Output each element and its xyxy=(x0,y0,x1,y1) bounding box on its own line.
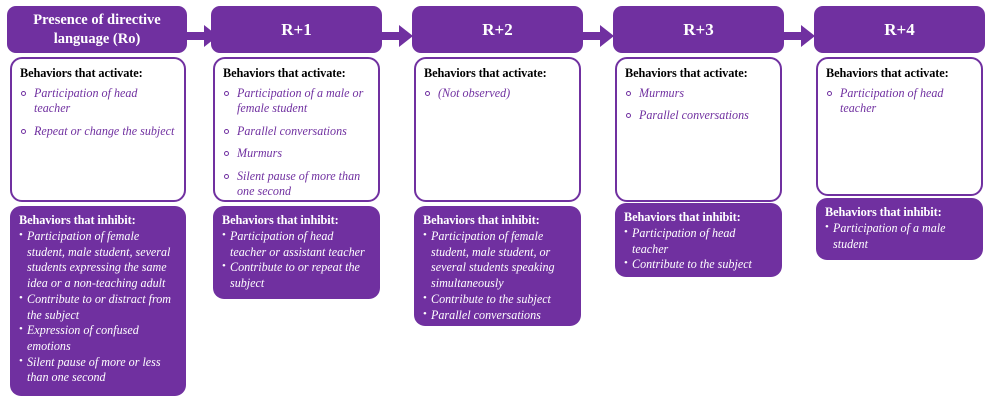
activate-list-r4: Participation of head teacher xyxy=(826,86,973,117)
arrow-r3-to-r4 xyxy=(783,25,815,52)
stage-header-label-r4: R+4 xyxy=(884,19,915,39)
inhibit-heading-r2: Behaviors that inhibit: xyxy=(423,213,540,227)
list-item: Parallel conversations xyxy=(625,108,772,123)
inhibit-list-r4: Participation of a male student xyxy=(825,220,974,252)
list-item: Contribute to the subject xyxy=(423,291,572,308)
activate-heading-r0: Behaviors that activate: xyxy=(20,66,143,80)
arrow-r0-to-r1 xyxy=(186,25,218,52)
list-item: Parallel conversations xyxy=(423,307,572,324)
activate-heading-r3: Behaviors that activate: xyxy=(625,66,748,80)
inhibit-box-r0: Behaviors that inhibit: Participation of… xyxy=(10,206,186,396)
activate-list-r1: Participation of a male or female studen… xyxy=(223,86,370,200)
activate-list-r2: (Not observed) xyxy=(424,86,571,101)
activate-heading-r1: Behaviors that activate: xyxy=(223,66,346,80)
stage-header-r2[interactable]: R+2 xyxy=(412,6,583,53)
list-item: Participation of female student, male st… xyxy=(19,228,177,292)
list-item: Expression of confused emotions xyxy=(19,322,177,354)
inhibit-list-r0: Participation of female student, male st… xyxy=(19,228,177,386)
inhibit-list-r3: Participation of head teacher Contribute… xyxy=(624,225,773,273)
stage-header-label-r3: R+3 xyxy=(683,19,714,39)
stage-header-label-r2: R+2 xyxy=(482,19,513,39)
list-item: Participation of head teacher xyxy=(826,86,973,117)
list-item: Participation of a male or female studen… xyxy=(223,86,370,117)
inhibit-box-r1: Behaviors that inhibit: Participation of… xyxy=(213,206,380,299)
stage-header-label-r1: R+1 xyxy=(281,19,312,39)
activate-box-r3: Behaviors that activate: Murmurs Paralle… xyxy=(615,57,782,202)
list-item: Participation of head teacher or assista… xyxy=(222,228,371,260)
arrow-r2-to-r3 xyxy=(582,25,614,52)
list-item: Participation of a male student xyxy=(825,220,974,252)
list-item: Silent pause of more or less than one se… xyxy=(19,354,177,386)
stage-header-r3[interactable]: R+3 xyxy=(613,6,784,53)
activate-list-r3: Murmurs Parallel conversations xyxy=(625,86,772,124)
list-item: Participation of female student, male st… xyxy=(423,228,572,292)
inhibit-heading-r4: Behaviors that inhibit: xyxy=(825,205,942,219)
stage-header-r1[interactable]: R+1 xyxy=(211,6,382,53)
activate-box-r2: Behaviors that activate: (Not observed) xyxy=(414,57,581,202)
inhibit-heading-r1: Behaviors that inhibit: xyxy=(222,213,339,227)
stage-header-r0[interactable]: Presence of directive language (Ro) xyxy=(7,6,187,53)
activate-heading-r2: Behaviors that activate: xyxy=(424,66,547,80)
inhibit-box-r2: Behaviors that inhibit: Participation of… xyxy=(414,206,581,326)
inhibit-heading-r0: Behaviors that inhibit: xyxy=(19,213,136,227)
list-item: Silent pause of more than one second xyxy=(223,169,370,200)
inhibit-list-r1: Participation of head teacher or assista… xyxy=(222,228,371,292)
list-item: Participation of head teacher xyxy=(20,86,176,117)
inhibit-list-r2: Participation of female student, male st… xyxy=(423,228,572,324)
activate-list-r0: Participation of head teacher Repeat or … xyxy=(20,86,176,139)
inhibit-heading-r3: Behaviors that inhibit: xyxy=(624,210,741,224)
list-item: Murmurs xyxy=(223,146,370,161)
list-item: Repeat or change the subject xyxy=(20,124,176,139)
inhibit-box-r4: Behaviors that inhibit: Participation of… xyxy=(816,198,983,260)
activate-box-r0: Behaviors that activate: Participation o… xyxy=(10,57,186,202)
activate-box-r4: Behaviors that activate: Participation o… xyxy=(816,57,983,196)
activate-heading-r4: Behaviors that activate: xyxy=(826,66,949,80)
list-item: (Not observed) xyxy=(424,86,571,101)
list-item: Parallel conversations xyxy=(223,124,370,139)
arrow-r1-to-r2 xyxy=(381,25,413,52)
list-item: Contribute to or repeat the subject xyxy=(222,259,371,291)
list-item: Contribute to the subject xyxy=(624,256,773,273)
inhibit-box-r3: Behaviors that inhibit: Participation of… xyxy=(615,203,782,277)
stage-header-label-r0: Presence of directive language (Ro) xyxy=(33,12,161,47)
list-item: Contribute to or distract from the subje… xyxy=(19,291,177,323)
list-item: Participation of head teacher xyxy=(624,225,773,257)
stage-header-r4[interactable]: R+4 xyxy=(814,6,985,53)
activate-box-r1: Behaviors that activate: Participation o… xyxy=(213,57,380,202)
list-item: Murmurs xyxy=(625,86,772,101)
